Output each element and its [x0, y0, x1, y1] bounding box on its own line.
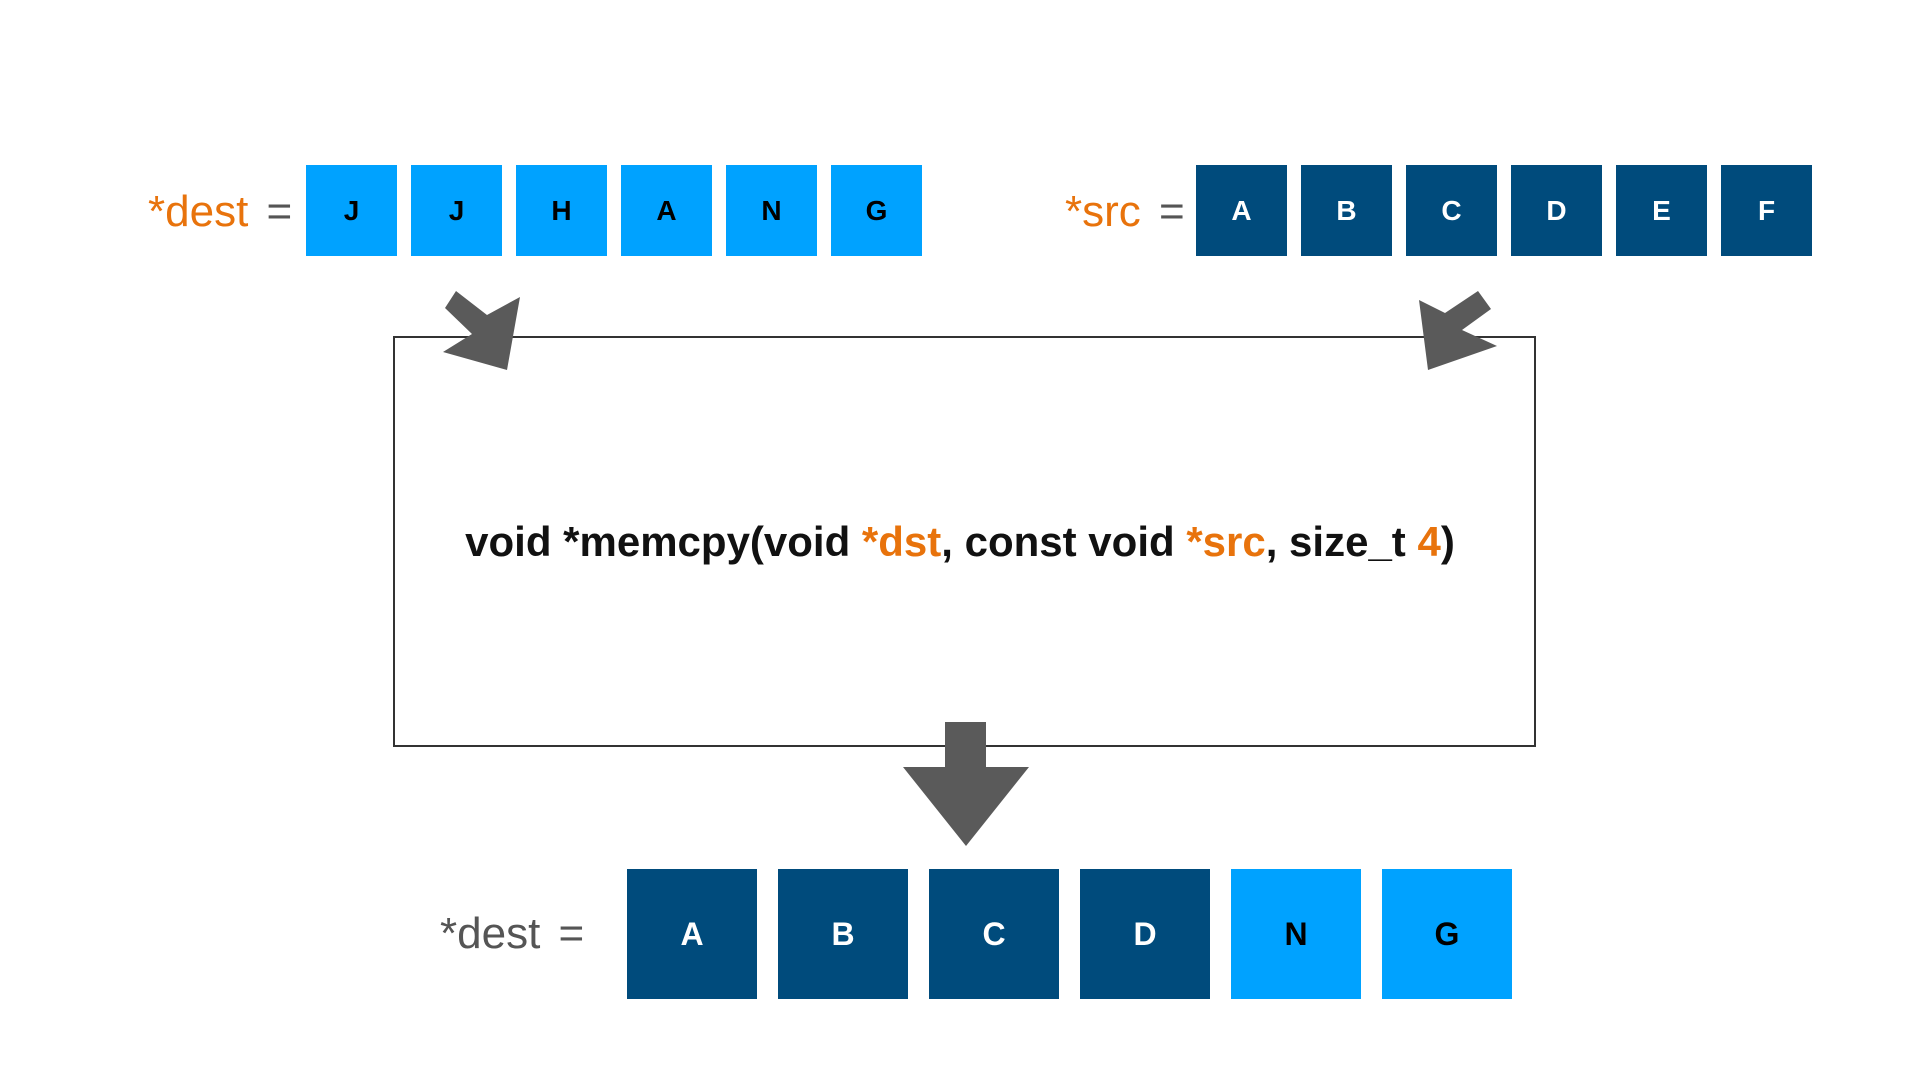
dest-input-arrow-shape [443, 291, 520, 370]
dest-label: *dest = [148, 190, 292, 234]
src-cell: D [1511, 165, 1602, 256]
src-cell: A [1196, 165, 1287, 256]
dest-cell: N [726, 165, 817, 256]
src-equals: = [1159, 187, 1185, 236]
result-cell: D [1080, 869, 1210, 999]
result-cell: A [627, 869, 757, 999]
dest-pointer-name: *dest [148, 187, 249, 236]
src-input-arrow-icon [1419, 291, 1497, 370]
result-pointer-name: *dest [440, 909, 541, 958]
result-cell: N [1231, 869, 1361, 999]
src-label: *src = [1065, 190, 1185, 234]
dest-cell: J [306, 165, 397, 256]
result-label: *dest = [440, 912, 584, 956]
dest-equals: = [266, 187, 293, 236]
src-cell: E [1616, 165, 1707, 256]
result-cell: C [929, 869, 1059, 999]
dest-input-arrow-icon [443, 291, 520, 370]
dest-cell: G [831, 165, 922, 256]
dst-argument: *dst [861, 518, 942, 565]
signature-part-2: , const void [941, 518, 1187, 565]
src-cell: B [1301, 165, 1392, 256]
signature-part-4: ) [1440, 518, 1455, 565]
src-pointer-name: *src [1065, 187, 1141, 236]
output-arrow-icon [903, 722, 1029, 846]
src-cell: C [1406, 165, 1497, 256]
signature-part-1: void *memcpy(void [465, 518, 862, 565]
memcpy-signature: void *memcpy(void *dst, const void *src,… [0, 518, 1920, 566]
result-cell: G [1382, 869, 1512, 999]
output-arrow-shape [903, 722, 1029, 846]
src-input-arrow-shape [1419, 291, 1497, 370]
dest-cell: A [621, 165, 712, 256]
dest-cell: H [516, 165, 607, 256]
src-cell: F [1721, 165, 1812, 256]
signature-part-3: , size_t [1265, 518, 1418, 565]
size-argument: 4 [1417, 518, 1441, 565]
result-cell: B [778, 869, 908, 999]
dest-cell: J [411, 165, 502, 256]
src-argument: *src [1186, 518, 1266, 565]
result-equals: = [558, 909, 585, 958]
